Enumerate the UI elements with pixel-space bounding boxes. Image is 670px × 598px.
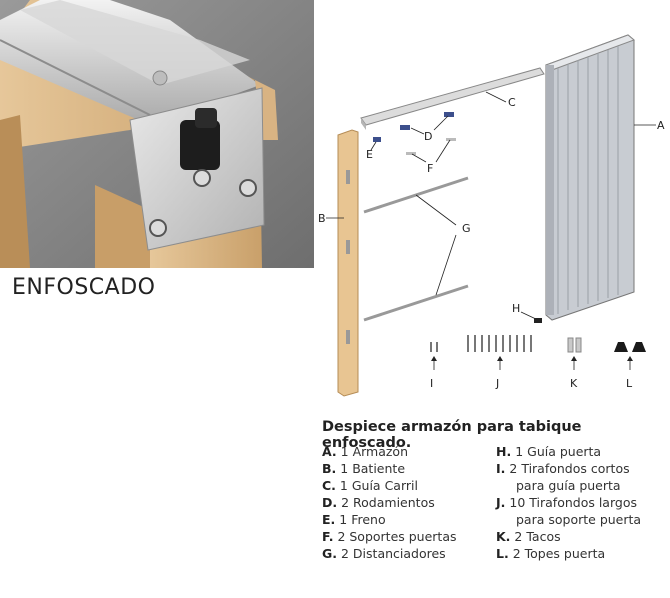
parts-list-left: A. 1 Armazón B. 1 Batiente C. 1 Guía Car… (322, 443, 457, 562)
guia-puerta (534, 318, 542, 323)
topes-puerta (614, 342, 646, 352)
callout-i: I (430, 377, 433, 390)
list-item: H. 1 Guía puerta (496, 444, 602, 459)
callout-h: H (512, 302, 520, 315)
tacos (567, 337, 582, 353)
parts-list-right: H. 1 Guía puerta I. 2 Tirafondos cortos … (496, 443, 641, 562)
tirafondos-largos (467, 335, 532, 352)
frame-corner-photo (0, 0, 314, 268)
list-item: D. 2 Rodamientos (322, 495, 435, 510)
list-item: L. 2 Topes puerta (496, 546, 606, 561)
list-item: B. 1 Batiente (322, 461, 406, 476)
callout-l: L (626, 377, 633, 390)
list-item-continuation: para soporte puerta (516, 512, 642, 527)
rodamiento-2 (444, 112, 454, 117)
list-item: K. 2 Tacos (496, 529, 561, 544)
callout-a: A (657, 119, 665, 132)
list-item: E. 1 Freno (322, 512, 386, 527)
callout-b: B (318, 212, 326, 225)
photo-caption: ENFOSCADO (12, 275, 156, 300)
soporte-1 (406, 152, 416, 155)
distanciador-2 (363, 284, 469, 322)
callout-j: J (495, 377, 499, 390)
callout-k: K (570, 377, 578, 390)
list-item: A. 1 Armazón (322, 444, 409, 459)
callout-c: C (508, 96, 516, 109)
exploded-diagram: A B C D E F G H I J K L (316, 30, 670, 400)
callout-d: D (424, 130, 432, 143)
callout-f: F (427, 162, 433, 175)
callout-e: E (366, 148, 373, 161)
freno (373, 137, 381, 142)
callout-g: G (462, 222, 471, 235)
rail-guia-carril (360, 67, 545, 130)
list-item-continuation: para guía puerta (516, 478, 621, 493)
list-item: I. 2 Tirafondos cortos (496, 461, 630, 476)
rodamiento-1 (400, 125, 410, 130)
batiente-post (337, 129, 359, 397)
parts-list-title: Despiece armazón para tabique enfoscado. (322, 419, 582, 451)
tirafondos-cortos (430, 342, 438, 352)
soporte-2 (446, 138, 456, 141)
list-item: J. 10 Tirafondos largos (496, 495, 637, 510)
list-item: C. 1 Guía Carril (322, 478, 418, 493)
list-item: G. 2 Distanciadores (322, 546, 446, 561)
list-item: F. 2 Soportes puertas (322, 529, 457, 544)
frame-armazon (545, 34, 635, 321)
